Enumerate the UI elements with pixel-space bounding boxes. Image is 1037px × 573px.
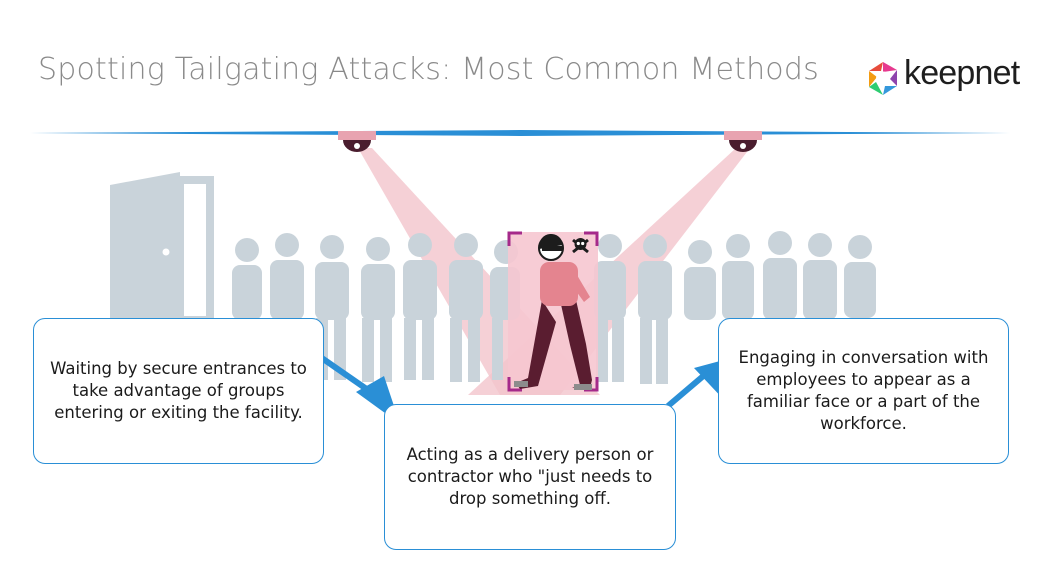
skull-crossbones-icon [572,238,589,254]
method-text: Waiting by secure entrances to take adva… [50,359,307,422]
crowd-person [361,237,395,382]
crowd-person [449,233,483,382]
crowd-person [763,231,797,320]
method-box-waiting: Waiting by secure entrances to take adva… [33,318,324,464]
ceiling-line [30,130,1010,136]
crowd-person [270,233,304,320]
method-box-delivery: Acting as a delivery person or contracto… [384,404,676,550]
crowd-person [803,233,837,320]
security-camera-icon [338,131,376,152]
crowd-person [403,233,437,380]
brand-logo: keepnet [864,54,1020,100]
brand-mark-icon [869,62,897,95]
method-text: Engaging in conversation with employees … [738,348,989,433]
target-brackets [507,231,599,392]
intruder-figure [514,233,592,390]
crowd-person [594,234,626,382]
crowd-person [684,240,716,320]
crowd-person [232,238,262,320]
crowd [232,231,876,384]
method-text: Acting as a delivery person or contracto… [406,445,654,508]
crowd-person [722,234,754,320]
crowd-person [638,234,672,384]
open-door-icon [110,172,214,324]
brand-name: keepnet [904,54,1020,92]
page-title: Spotting Tailgating Attacks: Most Common… [38,52,819,87]
method-box-conversation: Engaging in conversation with employees … [718,318,1009,464]
crowd-person [844,235,876,318]
security-camera-icon [724,131,762,152]
